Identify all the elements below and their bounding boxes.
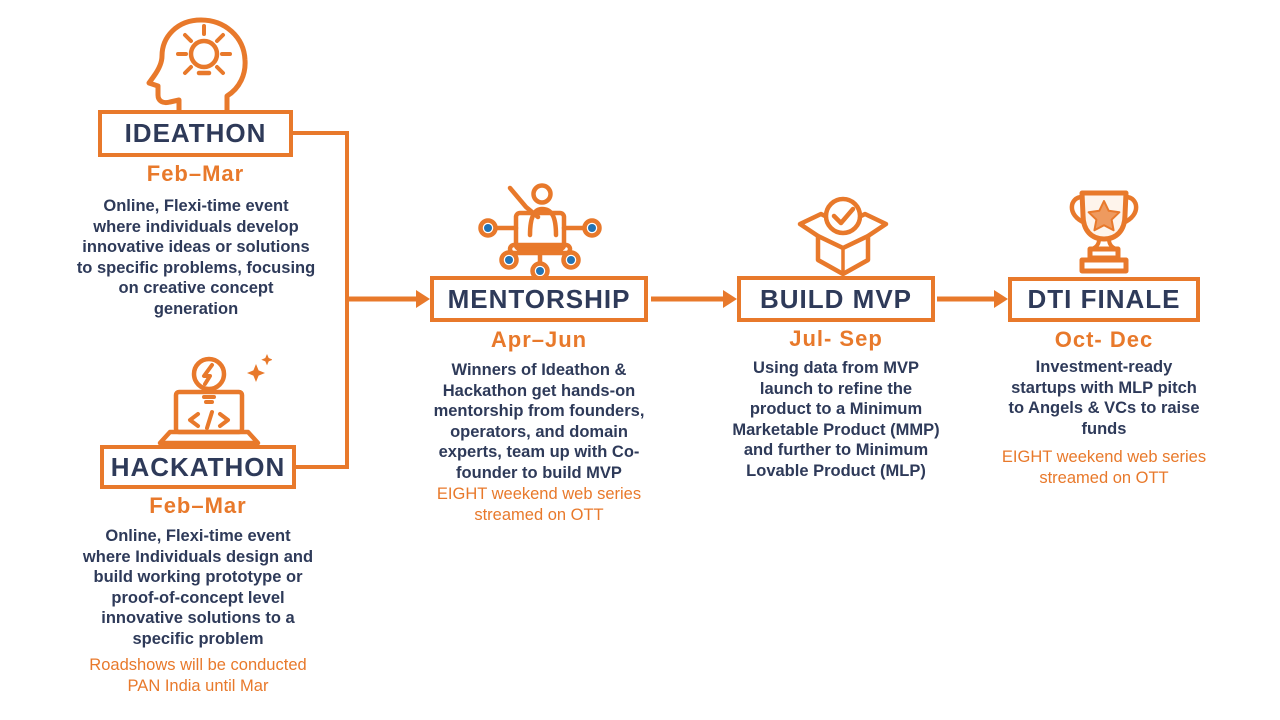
stage-description-build-mvp: Using data from MVP launch to refine the…: [732, 359, 940, 480]
stage-box-hackathon: HACKATHON: [100, 445, 296, 489]
trophy-star-icon: [1069, 190, 1139, 274]
arrowhead-build-mvp: [723, 290, 737, 308]
network-node: [478, 218, 498, 238]
stage-box-ideathon: IDEATHON: [98, 110, 293, 157]
arrowhead-dti-finale: [994, 290, 1008, 308]
stage-box-mentorship: MENTORSHIP: [430, 276, 648, 322]
stage-description-mentorship: Winners of Ideathon & Hackathon get hand…: [433, 361, 645, 482]
stage-description-hackathon: Online, Flexi-time event where Individua…: [82, 527, 314, 648]
stage-title: MENTORSHIP: [447, 283, 631, 314]
stage-dates-build-mvp: Jul- Sep: [789, 326, 883, 351]
stage-box-dti-finale: DTI FINALE: [1008, 277, 1200, 322]
stage-note-dti-finale: EIGHT weekend web series streamed on OTT: [1001, 448, 1207, 487]
network-node: [561, 250, 581, 270]
stage-box-build-mvp: BUILD MVP: [737, 276, 935, 322]
stage-note-mentorship: EIGHT weekend web series streamed on OTT: [436, 485, 642, 524]
stage-title: HACKATHON: [110, 451, 286, 482]
stage-dates-dti-finale: Oct- Dec: [1054, 327, 1154, 352]
mentor-presenter-icon: [478, 183, 602, 276]
open-box-check-icon: [797, 196, 889, 276]
network-node: [499, 250, 519, 270]
stage-title: IDEATHON: [124, 118, 267, 148]
stage-dates-mentorship: Apr–Jun: [490, 327, 588, 352]
laptop-code-bulb-icon: [157, 354, 272, 445]
network-node: [582, 218, 602, 238]
sparkle-small: [261, 354, 272, 366]
network-node: [530, 261, 550, 276]
stage-title: BUILD MVP: [760, 283, 912, 314]
stage-description-ideathon: Online, Flexi-time event where individua…: [76, 197, 316, 318]
stage-title: DTI FINALE: [1027, 284, 1181, 314]
stage-dates-ideathon: Feb–Mar: [146, 161, 245, 186]
stage-dates-hackathon: Feb–Mar: [149, 493, 247, 518]
sparkle: [247, 364, 265, 382]
head-idea-icon: [146, 17, 248, 110]
stage-description-dti-finale: Investment-ready startups with MLP pitch…: [1008, 358, 1200, 438]
stage-note-hackathon: Roadshows will be conducted PAN India un…: [89, 656, 307, 695]
arrowhead-mentorship: [416, 290, 430, 308]
trophy-star: [1087, 200, 1121, 232]
